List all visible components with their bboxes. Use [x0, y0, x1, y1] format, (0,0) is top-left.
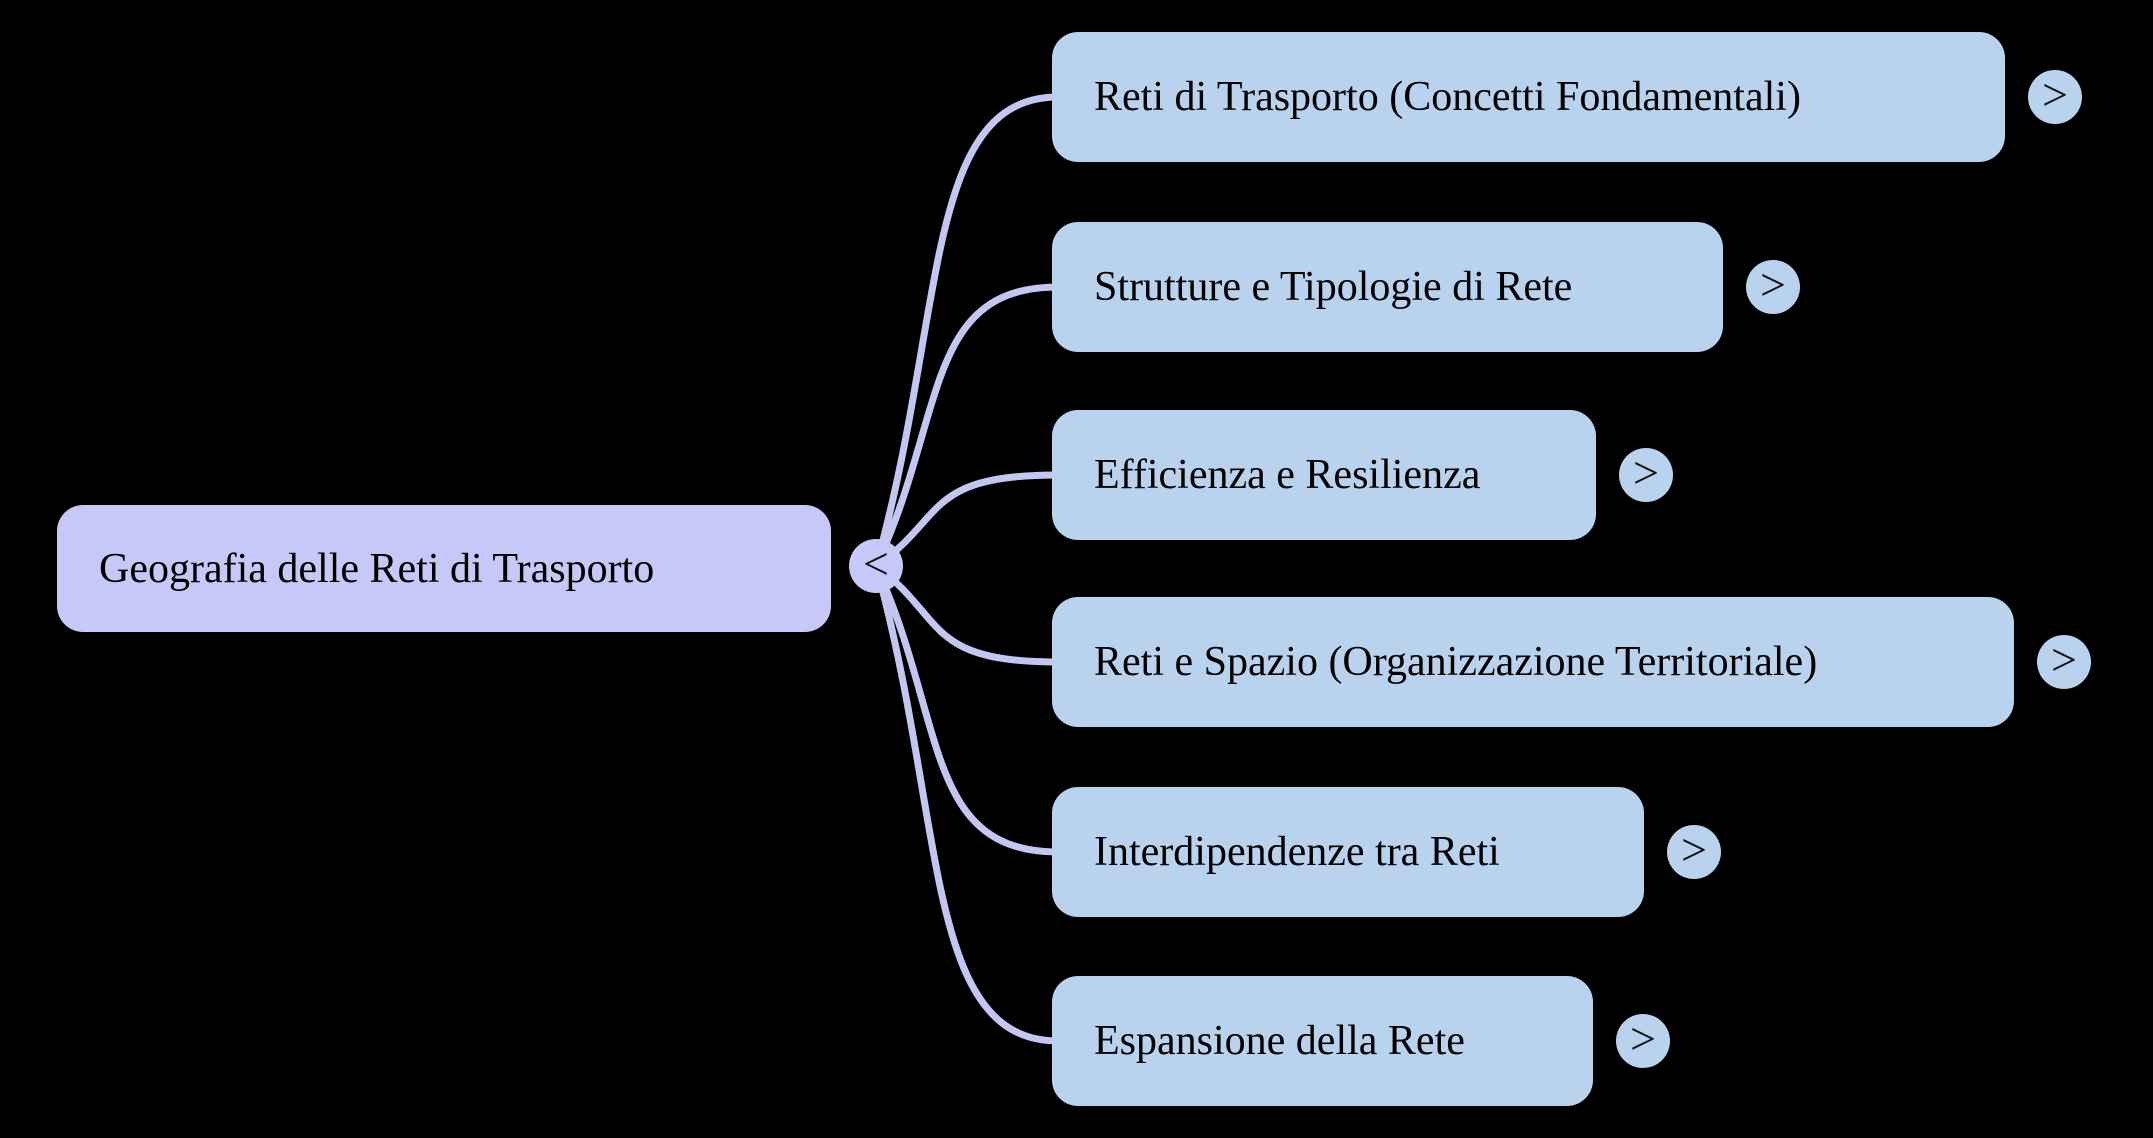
link-curve — [872, 471, 1062, 570]
expand-button-6[interactable]: > — [1616, 1014, 1670, 1068]
link-curve — [872, 283, 1062, 570]
child-node-label: Reti di Trasporto (Concetti Fondamentali… — [1094, 74, 1801, 120]
child-node-3[interactable]: Efficienza e Resilienza — [1052, 410, 1596, 540]
child-node-label: Efficienza e Resilienza — [1094, 452, 1481, 498]
root-node-label: Geografia delle Reti di Trasporto — [99, 545, 655, 592]
child-node-5[interactable]: Interdipendenze tra Reti — [1052, 787, 1644, 917]
child-node-label: Reti e Spazio (Organizzazione Territoria… — [1094, 639, 1818, 685]
expand-chevron-icon: > — [2042, 69, 2068, 120]
expand-button-2[interactable]: > — [1746, 260, 1800, 314]
link-curve — [872, 93, 1062, 570]
link-curve — [872, 562, 1062, 1045]
expand-button-4[interactable]: > — [2037, 635, 2091, 689]
root-collapse-button[interactable]: < — [849, 539, 903, 593]
root-node[interactable]: Geografia delle Reti di Trasporto — [57, 505, 831, 632]
child-node-label: Espansione della Rete — [1094, 1018, 1465, 1064]
expand-button-1[interactable]: > — [2028, 70, 2082, 124]
child-node-4[interactable]: Reti e Spazio (Organizzazione Territoria… — [1052, 597, 2014, 727]
collapse-chevron-icon: < — [863, 538, 889, 589]
expand-chevron-icon: > — [1760, 259, 1786, 310]
child-node-6[interactable]: Espansione della Rete — [1052, 976, 1593, 1106]
expand-chevron-icon: > — [1681, 824, 1707, 875]
expand-button-3[interactable]: > — [1619, 448, 1673, 502]
link-curve — [872, 562, 1062, 856]
child-node-1[interactable]: Reti di Trasporto (Concetti Fondamentali… — [1052, 32, 2005, 162]
child-node-2[interactable]: Strutture e Tipologie di Rete — [1052, 222, 1723, 352]
child-node-label: Interdipendenze tra Reti — [1094, 829, 1500, 875]
expand-chevron-icon: > — [1630, 1013, 1656, 1064]
child-node-label: Strutture e Tipologie di Rete — [1094, 264, 1573, 310]
expand-chevron-icon: > — [1633, 447, 1659, 498]
link-curve — [872, 562, 1062, 666]
expand-chevron-icon: > — [2051, 634, 2077, 685]
expand-button-5[interactable]: > — [1667, 825, 1721, 879]
